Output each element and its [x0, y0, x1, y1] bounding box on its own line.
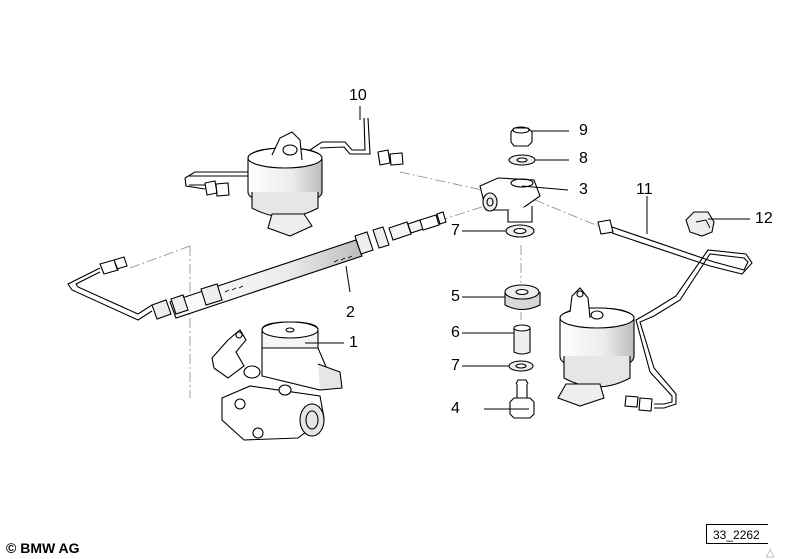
diagram-reference: 33_2262 [706, 524, 768, 544]
triangle-icon: △ [766, 547, 775, 559]
callout-5: 5 [451, 288, 460, 305]
callout-12: 12 [755, 210, 773, 227]
reservoir-10 [184, 117, 404, 237]
rubber-bush-5 [504, 284, 541, 311]
nut-9 [510, 126, 533, 147]
bolt-4 [509, 379, 535, 419]
washer-7-top [505, 224, 535, 238]
washer-8 [508, 154, 536, 166]
callout-2: 2 [346, 304, 355, 321]
copyright-label: © BMW AG [6, 540, 80, 556]
callout-7-bottom: 7 [451, 357, 460, 374]
callout-3: 3 [579, 181, 588, 198]
callout-7-top: 7 [451, 222, 460, 239]
callout-9: 9 [579, 122, 588, 139]
washer-7-bottom [508, 360, 534, 372]
leader-lines [305, 106, 750, 410]
center-lines [129, 171, 599, 398]
callout-6: 6 [451, 324, 460, 341]
reservoir-right [557, 287, 635, 407]
callout-8: 8 [579, 150, 588, 167]
callout-1: 1 [349, 334, 358, 351]
callout-4: 4 [451, 400, 460, 417]
sleeve-6 [513, 324, 531, 355]
fitting-3 [479, 177, 541, 223]
pressure-regulator-1 [211, 321, 343, 441]
callout-11: 11 [636, 181, 653, 198]
brake-line-left [67, 256, 153, 321]
brake-line-11 [597, 219, 753, 412]
clip-12 [685, 211, 715, 237]
callout-10: 10 [349, 87, 367, 104]
hose-2 [151, 211, 447, 320]
